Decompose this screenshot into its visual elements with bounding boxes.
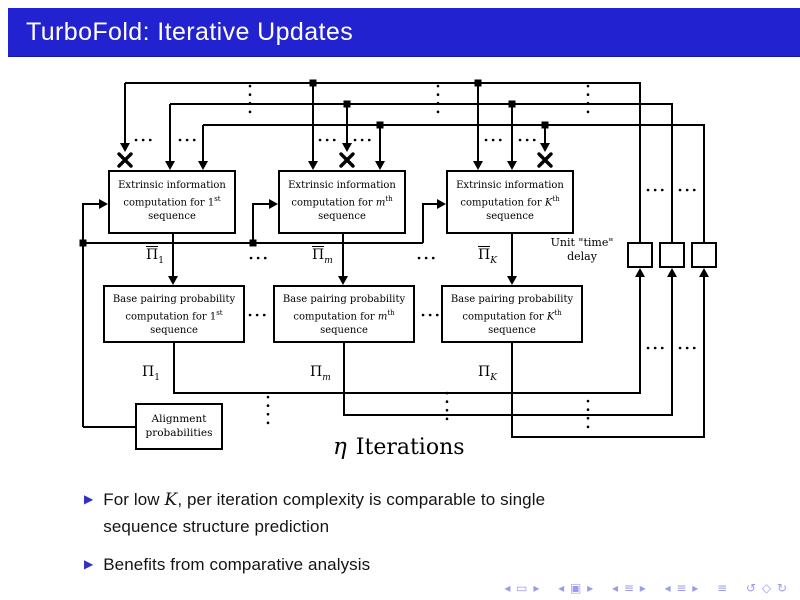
nav-slide-controls[interactable]: ◂ ▭ ▸ [504,581,541,595]
bullet-text: Benefits from comparative analysis [103,555,371,574]
box-text-line: computation for Kth [460,194,560,208]
unit-delay-label: Unit "time" delay [550,236,614,264]
wire-arrowheads [79,79,709,285]
box-text-line: computation for Kth [462,308,562,322]
pi-label-K: ΠK [478,364,497,383]
frame-title: TurboFold: Iterative Updates [26,17,354,46]
cross-out-marks [117,152,553,168]
nav-frame-controls[interactable]: ◂ ▣ ▸ [558,581,595,595]
base-pairing-box-m: Base pairing probability computation for… [273,285,415,343]
pi-label-m: Πm [310,364,331,383]
bullet-item: ▶ For low K, per iteration complexity is… [84,487,599,539]
box-text-line: sequence [486,211,534,223]
box-text-line: Extrinsic information [288,180,396,191]
box-text-line: Base pairing probability [282,294,406,305]
box-text-line: Extrinsic information [456,180,564,191]
box-text-line: Alignment [151,413,207,425]
box-text-line: Base pairing probability [450,294,574,305]
unit-delay-box-2 [659,242,685,268]
pi-bar-label-1: Π1 [146,246,164,266]
bullet-triangle-icon: ▶ [84,492,94,506]
bullet-list: ▶ For low K, per iteration complexity is… [84,487,599,592]
unit-delay-box-1 [627,242,653,268]
box-text-line: sequence [320,325,368,337]
box-text-line: computation for 1st [125,308,223,322]
box-text-line: sequence [150,325,198,337]
wire-lines [82,82,705,438]
extrinsic-box-K: Extrinsic information computation for Kt… [446,170,574,234]
bullet-text: For low K, per iteration complexity is c… [103,490,546,536]
navigation-bar: ◂ ▭ ▸ ◂ ▣ ▸ ◂ ≡ ▸ ◂ ≡ ▸ ≡ ↺ ◇ ↻ [491,581,788,595]
alignment-probabilities-box: Alignment probabilities [135,403,223,450]
box-text-line: sequence [148,211,196,223]
bullet-triangle-icon: ▶ [84,557,94,571]
box-text-line: Extrinsic information [118,180,226,191]
pi-label-1: Π1 [142,364,160,383]
base-pairing-box-K: Base pairing probability computation for… [441,285,583,343]
extrinsic-box-m: Extrinsic information computation for mt… [278,170,406,234]
nav-subsection-controls[interactable]: ◂ ≡ ▸ [612,581,647,595]
box-text-line: probabilities [145,427,213,440]
nav-history-controls[interactable]: ↺ ◇ ↻ [746,581,788,595]
box-text-line: sequence [488,325,536,337]
box-text-line: computation for 1st [123,194,221,208]
nav-section-controls[interactable]: ◂ ≡ ▸ [664,581,700,595]
box-text-line: computation for mth [293,308,395,322]
extrinsic-box-1: Extrinsic information computation for 1s… [108,170,236,234]
nav-appendix-control[interactable]: ≡ [717,581,729,595]
ellipsis-dots [134,84,697,433]
bullet-item: ▶ Benefits from comparative analysis [84,552,599,579]
pi-bar-label-m: Πm [312,246,333,266]
unit-delay-box-3 [691,242,717,268]
frame-title-bar: TurboFold: Iterative Updates [8,8,800,57]
pi-bar-label-K: ΠK [478,246,497,266]
base-pairing-box-1: Base pairing probability computation for… [103,285,245,343]
box-text-line: Base pairing probability [112,294,236,305]
box-text-line: computation for mth [291,194,393,208]
box-text-line: sequence [318,211,366,223]
